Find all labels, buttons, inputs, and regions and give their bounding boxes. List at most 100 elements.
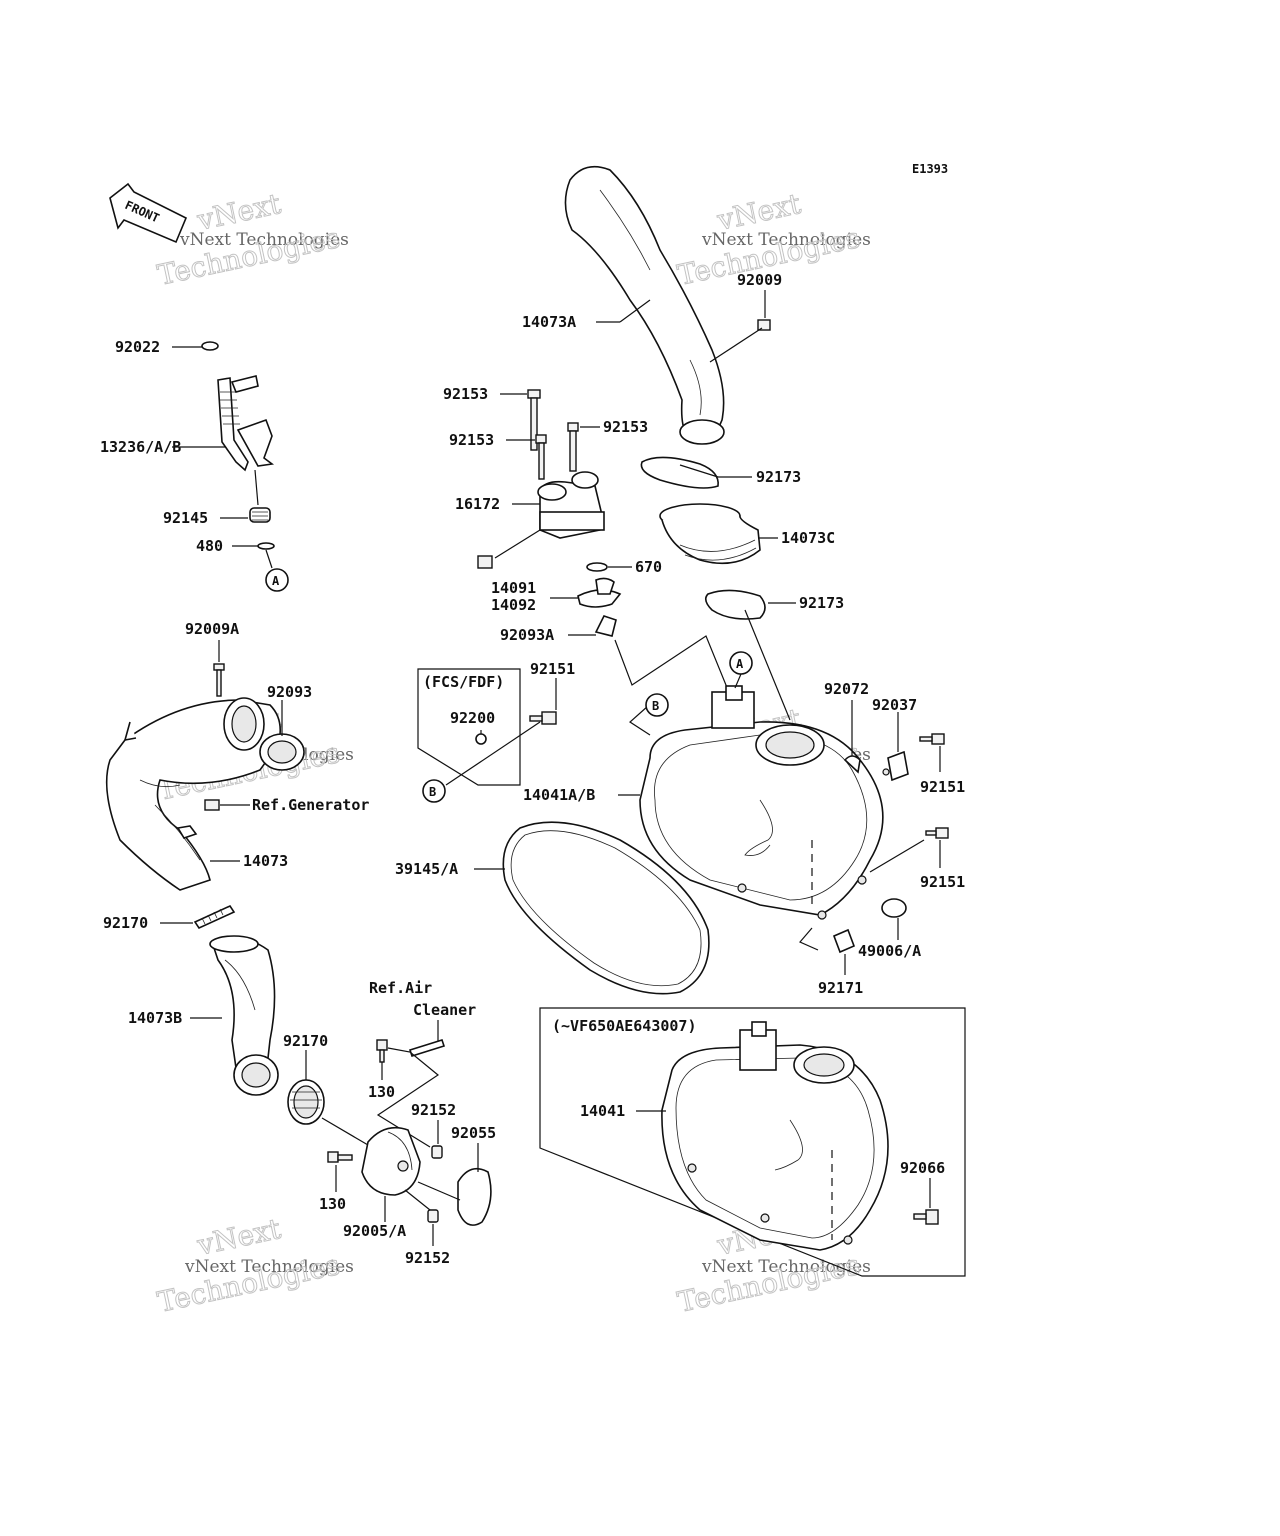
callout-14041AB: 14041A/B — [523, 786, 595, 804]
lever-13236 — [217, 375, 275, 472]
duct-14073A — [564, 165, 725, 445]
svg-text:vNext Technologies: vNext Technologies — [701, 1257, 871, 1277]
callout-92152-a: 92152 — [411, 1101, 456, 1119]
dowel-92152-b — [427, 1209, 439, 1223]
callout-92055: 92055 — [451, 1124, 496, 1142]
callout-92153-b: 92153 — [449, 431, 494, 449]
duct-14073 — [105, 697, 281, 891]
callout-92200: 92200 — [450, 709, 495, 727]
flange-14091 — [577, 577, 622, 608]
fcs-bracket — [417, 668, 521, 786]
callout-92145: 92145 — [163, 509, 208, 527]
callout-16172: 16172 — [455, 495, 500, 513]
callout-92005A: 92005/A — [343, 1222, 406, 1240]
callout-92072: 92072 — [824, 680, 869, 698]
callout-92151-b: 92151 — [920, 778, 965, 796]
o-ring-670 — [586, 562, 608, 572]
clip-92022 — [201, 341, 219, 351]
washer-92200 — [475, 733, 487, 745]
diagram-code: E1393 — [912, 162, 948, 176]
callout-14041: 14041 — [580, 1102, 625, 1120]
bolt-92151-c — [925, 827, 949, 839]
callout-13236: 13236/A/B — [100, 438, 181, 456]
callout-14073: 14073 — [243, 852, 288, 870]
callout-14092: 14092 — [491, 596, 536, 614]
bolt-92066 — [913, 1209, 939, 1225]
clamp-92173-a — [640, 456, 719, 489]
variant-bracket — [539, 1007, 966, 1277]
callout-480: 480 — [196, 537, 223, 555]
screw-92009A — [213, 663, 225, 697]
svg-text:B: B — [429, 785, 436, 799]
gasket-92093 — [259, 733, 305, 771]
bolt-130-b — [327, 1151, 353, 1163]
grommet-92171 — [832, 928, 856, 954]
cover-14041 — [661, 1021, 889, 1251]
callout-92170-b: 92170 — [283, 1032, 328, 1050]
callout-92009: 92009 — [737, 271, 782, 289]
clamp-92170 — [287, 1079, 325, 1125]
svg-text:vNext Technologies: vNext Technologies — [179, 230, 349, 250]
ref-marker-a-left: A — [265, 568, 289, 592]
screw-92009 — [757, 319, 771, 331]
bracket-92005A — [361, 1126, 421, 1196]
svg-text:B: B — [652, 699, 659, 713]
callout-ref-air-cleaner: Cleaner — [413, 1001, 476, 1019]
svg-text:vNext Technologies: vNext Technologies — [184, 1257, 354, 1277]
actuator-16172 — [477, 471, 605, 569]
bolt-130-a — [376, 1039, 388, 1063]
hose-14073B — [209, 935, 279, 1096]
callout-92151-a: 92151 — [530, 660, 575, 678]
bolt-92151-a — [529, 711, 557, 725]
gasket-92093A — [594, 615, 617, 637]
spring-92145 — [249, 507, 271, 523]
callout-ref-air: Ref.Air — [369, 979, 432, 997]
gasket-92055 — [457, 1167, 492, 1226]
dowel-92152-a — [431, 1145, 443, 1159]
callout-92066: 92066 — [900, 1159, 945, 1177]
callout-14073A: 14073A — [522, 313, 576, 331]
clip-92072 — [843, 755, 861, 774]
stud-ref-air — [408, 1039, 446, 1057]
callout-vf650: (~VF650AE643007) — [552, 1017, 697, 1035]
bolt-92153 — [527, 389, 579, 480]
callout-92093: 92093 — [267, 683, 312, 701]
callout-92151-c: 92151 — [920, 873, 965, 891]
stud-ref-generator — [204, 799, 220, 811]
callout-130-a: 130 — [368, 1083, 395, 1101]
washer-480 — [257, 542, 275, 550]
callout-92093A: 92093A — [500, 626, 554, 644]
callout-14091: 14091 — [491, 579, 536, 597]
callout-92152-b: 92152 — [405, 1249, 450, 1267]
callout-92022: 92022 — [115, 338, 160, 356]
callout-92170-a: 92170 — [103, 914, 148, 932]
ref-marker-a-right: A — [729, 651, 753, 675]
spring-92170 — [193, 904, 236, 930]
ref-marker-b-right: B — [645, 693, 669, 717]
front-arrow-icon: FRONT — [109, 182, 188, 244]
callout-14073B: 14073B — [128, 1009, 182, 1027]
callout-92009A: 92009A — [185, 620, 239, 638]
svg-text:A: A — [272, 574, 280, 588]
ref-marker-b-left: B — [422, 779, 446, 803]
svg-text:A: A — [736, 657, 744, 671]
bolt-92151-b — [919, 733, 945, 745]
clamp-92173-b — [704, 589, 766, 620]
callout-39145A: 39145/A — [395, 860, 458, 878]
callout-ref-generator: Ref.Generator — [252, 796, 369, 814]
callout-14073C: 14073C — [781, 529, 835, 547]
cover-14041AB — [639, 685, 884, 920]
callout-49006A: 49006/A — [858, 942, 921, 960]
callout-92171: 92171 — [818, 979, 863, 997]
svg-text:vNext: vNext — [194, 1212, 285, 1262]
callout-92153-a: 92153 — [443, 385, 488, 403]
callout-fcs-fdf: (FCS/FDF) — [423, 673, 504, 691]
callout-92037: 92037 — [872, 696, 917, 714]
callout-92173-a: 92173 — [756, 468, 801, 486]
boot-14073C — [659, 503, 761, 565]
damper-49006A — [881, 898, 907, 918]
gasket-39145A — [502, 821, 710, 995]
callout-670: 670 — [635, 558, 662, 576]
pad-92037 — [887, 750, 909, 782]
callout-92173-b: 92173 — [799, 594, 844, 612]
